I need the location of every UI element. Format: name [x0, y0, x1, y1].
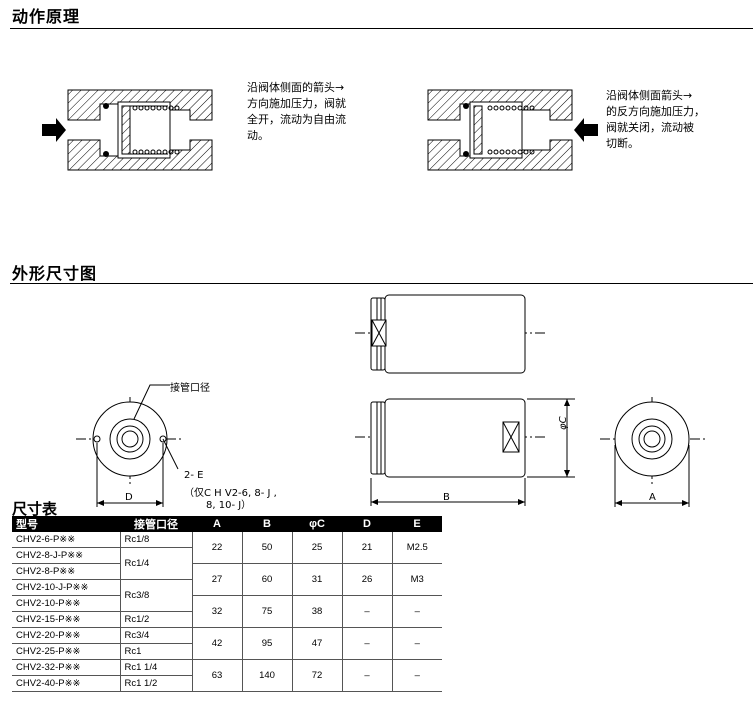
port-cell: Rc1/2	[120, 611, 193, 628]
port-cell: Rc1 1/2	[120, 675, 193, 692]
section-title-dimensions: 外形尺寸图	[12, 264, 98, 283]
table-row: CHV2-32-P※※ Rc1 1/4 63 140 72 – –	[12, 659, 442, 692]
table-row: CHV2-6-P※※ Rc1/8 22 50 25 21 M2.5	[12, 532, 442, 564]
e-cell: –	[392, 659, 442, 692]
port-cell: Rc1 1/4	[120, 659, 193, 676]
table-row: CHV2-15-P※※ Rc1/2	[12, 611, 442, 628]
model-cell: CHV2-15-P※※	[12, 611, 121, 628]
b-cell: 50	[242, 532, 293, 564]
table-row: CHV2-8-P※※ 27 60 31 26 M3	[12, 563, 442, 596]
table-title: 尺寸表	[12, 500, 58, 518]
side-view-bottom	[355, 398, 575, 506]
c-cell: 47	[292, 627, 343, 660]
port-cell: Rc1/8	[120, 532, 193, 548]
port-cell: Rc1/4	[120, 547, 193, 580]
e-cell: M2.5	[392, 532, 442, 564]
valve-open-diagram	[42, 89, 213, 171]
section-rule	[10, 283, 753, 284]
table-row: CHV2-25-P※※ Rc1	[12, 643, 442, 660]
dim-b-label: B	[443, 492, 450, 503]
model-cell: CHV2-8-J-P※※	[12, 547, 121, 564]
b-cell: 60	[242, 563, 293, 596]
a-cell: 27	[192, 563, 243, 596]
model-cell: CHV2-10-P※※	[12, 595, 121, 612]
model-cell: CHV2-6-P※※	[12, 532, 121, 548]
e-cell: M3	[392, 563, 442, 596]
port-cell: Rc3/8	[120, 579, 193, 612]
dim-d-label: D	[125, 492, 133, 503]
table-row: CHV2-40-P※※ Rc1 1/2	[12, 675, 442, 692]
model-cell: CHV2-40-P※※	[12, 675, 121, 692]
c-cell: 25	[292, 532, 343, 564]
hole-note-1: （仅C H V2-6, 8- J ,	[184, 488, 277, 499]
header-model: 型号	[12, 516, 120, 532]
port-size-label: 接管口径	[170, 383, 210, 394]
hole-label: 2- E	[184, 470, 204, 481]
port-cell: Rc3/4	[120, 627, 193, 644]
a-cell: 42	[192, 627, 243, 660]
note-open: 沿阀体侧面的箭头→ 方向施加压力，阀就 全开，流动为自由流 动。	[247, 81, 346, 142]
a-cell: 32	[192, 595, 243, 628]
dimension-table: 型号 接管口径 A B φC D E CHV2-6-P※※ Rc1/8 22 5…	[12, 516, 442, 692]
b-cell: 95	[242, 627, 293, 660]
header-e: E	[392, 516, 442, 532]
model-cell: CHV2-10-J-P※※	[12, 579, 121, 596]
table-row: CHV2-10-P※※ 32 75 38 – –	[12, 595, 442, 628]
c-cell: 38	[292, 595, 343, 628]
port-leader-line	[133, 384, 170, 420]
table-row: CHV2-8-J-P※※ Rc1/4	[12, 547, 442, 580]
end-view-right	[600, 397, 708, 507]
d-cell: –	[342, 627, 393, 660]
c-cell: 31	[292, 563, 343, 596]
table-row: CHV2-20-P※※ Rc3/4 42 95 47 – –	[12, 627, 442, 660]
valve-closed-diagram	[427, 89, 598, 171]
header-d: D	[342, 516, 392, 532]
a-cell: 22	[192, 532, 243, 564]
header-port: 接管口径	[120, 516, 192, 532]
b-cell: 75	[242, 595, 293, 628]
note-closed: 沿阀体侧面箭头→ 的反方向施加压力， 阀就关闭，流动被 切断。	[606, 89, 705, 150]
b-cell: 140	[242, 659, 293, 692]
d-cell: –	[342, 595, 393, 628]
e-cell: –	[392, 627, 442, 660]
model-cell: CHV2-25-P※※	[12, 643, 121, 660]
port-cell: Rc1	[120, 643, 193, 660]
e-cell: –	[392, 595, 442, 628]
dim-a-label: A	[649, 492, 656, 503]
header-b: B	[242, 516, 292, 532]
d-cell: 21	[342, 532, 393, 564]
c-cell: 72	[292, 659, 343, 692]
d-cell: –	[342, 659, 393, 692]
section-rule	[10, 28, 753, 29]
table-row: CHV2-10-J-P※※ Rc3/8	[12, 579, 442, 612]
table-header-row: 型号 接管口径 A B φC D E	[12, 516, 442, 532]
d-cell: 26	[342, 563, 393, 596]
end-view-left	[76, 397, 184, 507]
model-cell: CHV2-8-P※※	[12, 563, 121, 580]
hole-note-2: 8, 10- J）	[206, 500, 252, 511]
header-c: φC	[292, 516, 342, 532]
header-a: A	[192, 516, 242, 532]
a-cell: 63	[192, 659, 243, 692]
side-view-top	[355, 294, 545, 374]
model-cell: CHV2-32-P※※	[12, 659, 121, 676]
dim-c-label: φC	[558, 416, 569, 430]
model-cell: CHV2-20-P※※	[12, 627, 121, 644]
section-title-operation: 动作原理	[12, 7, 81, 26]
